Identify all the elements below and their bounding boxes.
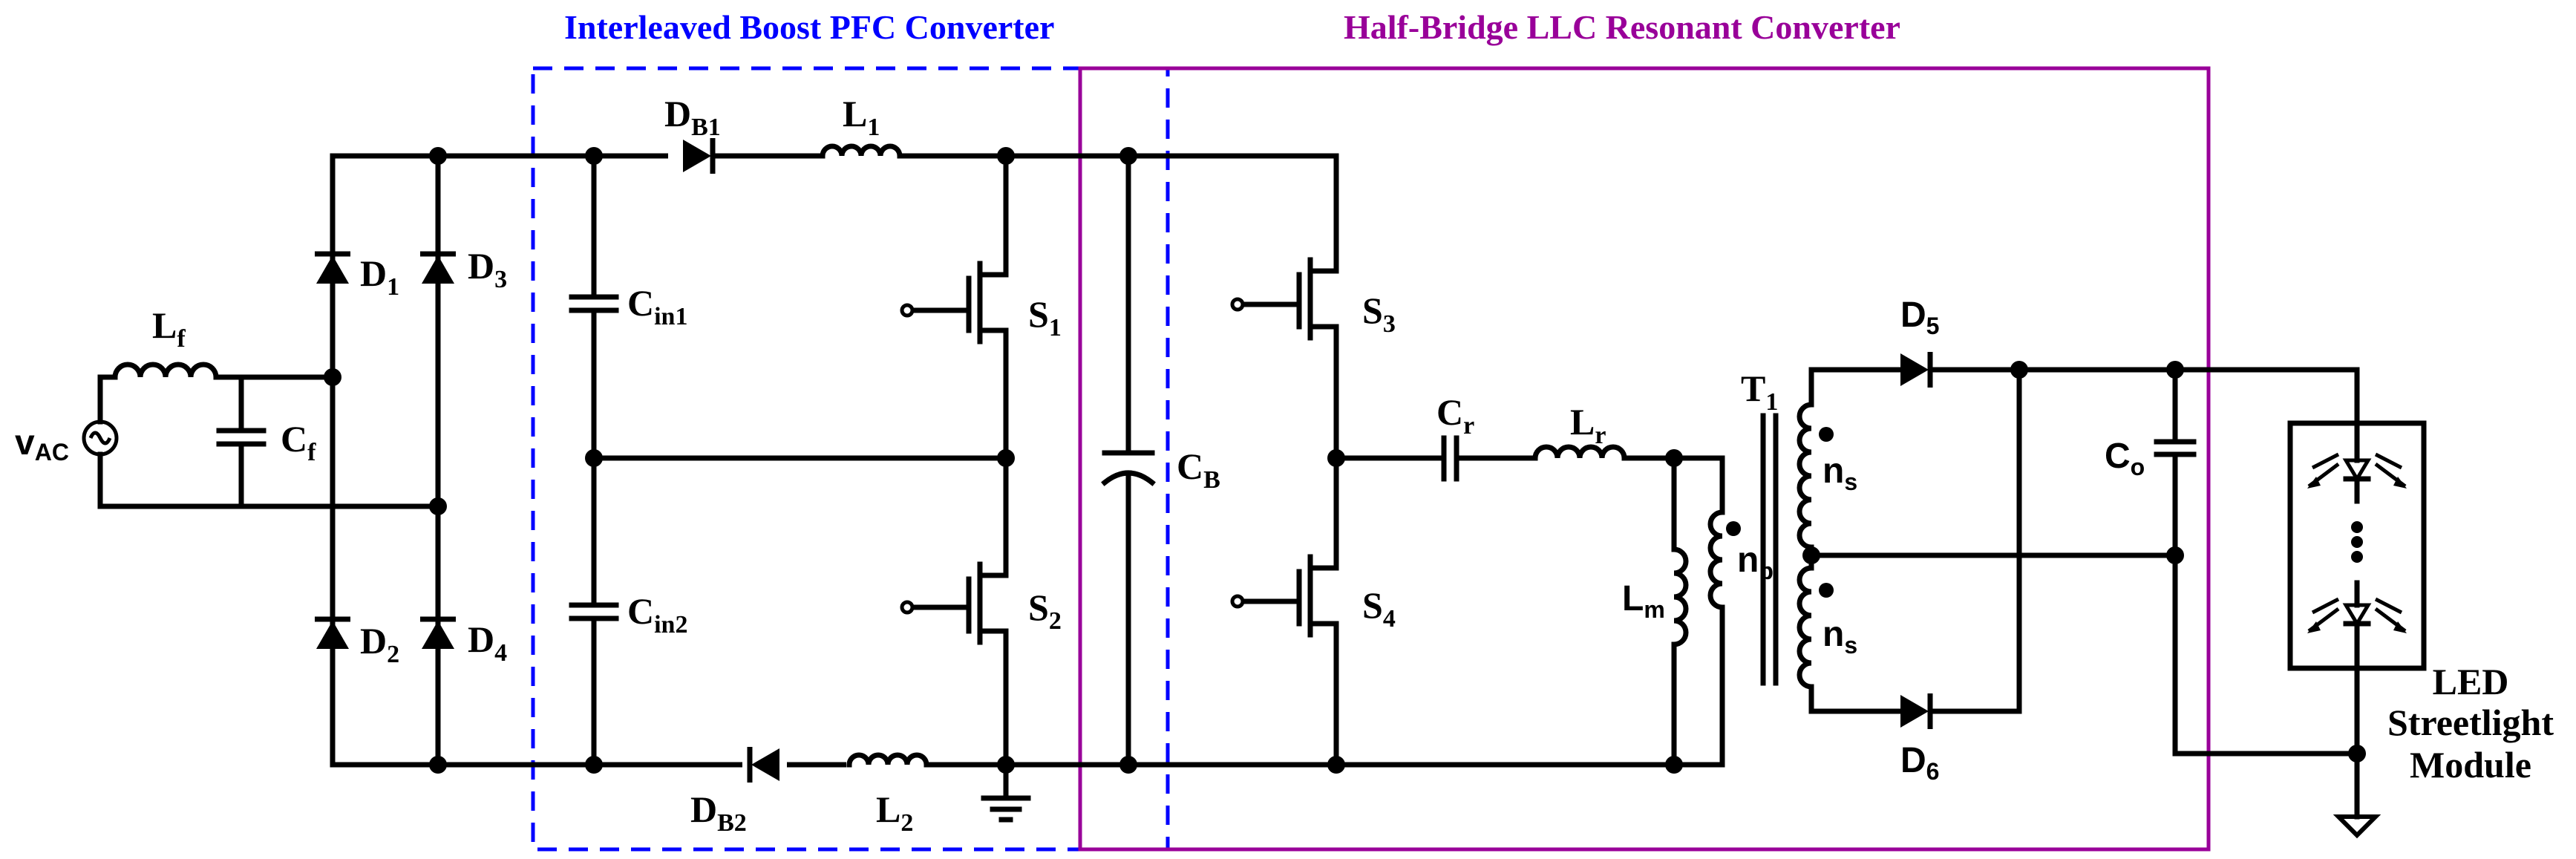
svg-text:Cin2: Cin2 xyxy=(627,590,687,638)
cin1-label: C xyxy=(627,282,654,324)
led-module xyxy=(2287,420,2427,671)
db1-label: D xyxy=(664,93,691,134)
mosfet-icon xyxy=(900,153,1009,461)
ns1-label: n xyxy=(1823,451,1844,491)
led-label-line2: Streetlight xyxy=(2387,702,2554,743)
cb-label: C xyxy=(1177,445,1203,487)
diode-icon xyxy=(1900,693,1930,729)
svg-text:Lf: Lf xyxy=(152,304,186,353)
mosfet-icon xyxy=(1230,455,1339,768)
svg-text:L2: L2 xyxy=(876,788,913,837)
lm-label: L xyxy=(1622,579,1644,618)
svg-text:DB1: DB1 xyxy=(664,93,721,141)
cf-label: C xyxy=(281,418,307,460)
led-icon xyxy=(2307,580,2407,671)
d5-label: D xyxy=(1900,295,1926,335)
lf-label: L xyxy=(152,304,177,346)
svg-text:Cr: Cr xyxy=(1436,391,1474,440)
s3-label: S xyxy=(1362,290,1383,331)
cin2-label: C xyxy=(627,590,654,632)
ac-source-icon xyxy=(82,419,119,457)
svg-text:Lr: Lr xyxy=(1570,401,1606,449)
s1-label: S xyxy=(1028,293,1049,335)
transformer-icon xyxy=(1697,402,1834,768)
s4-label: S xyxy=(1362,584,1383,626)
diode-icon xyxy=(420,254,456,284)
led-icon xyxy=(2307,420,2407,504)
cr-label: C xyxy=(1436,391,1463,433)
svg-text:vAC: vAC xyxy=(15,423,69,466)
svg-text:np: np xyxy=(1737,540,1774,584)
ns2-label: n xyxy=(1823,615,1844,654)
svg-text:Lm: Lm xyxy=(1622,579,1665,623)
l1-label: L xyxy=(843,93,867,134)
ground-icon xyxy=(981,762,1031,823)
diode-icon xyxy=(315,619,350,649)
led-label-line3: Module xyxy=(2410,744,2531,785)
d1-label: D xyxy=(360,252,387,294)
d4-label: D xyxy=(468,618,494,660)
mosfet-icon xyxy=(900,455,1009,768)
svg-text:D3: D3 xyxy=(468,245,507,293)
d3-label: D xyxy=(468,245,494,287)
svg-text:CB: CB xyxy=(1177,445,1220,494)
svg-text:DB2: DB2 xyxy=(690,788,747,837)
led-label-line1: LED xyxy=(2433,661,2509,702)
s2-label: S xyxy=(1028,587,1049,628)
co-label: C xyxy=(2105,437,2131,476)
svg-text:Cin1: Cin1 xyxy=(627,282,687,330)
svg-text:D2: D2 xyxy=(360,620,399,668)
diode-icon xyxy=(315,254,350,284)
inductor-icon xyxy=(112,362,219,380)
inductor-icon xyxy=(846,752,929,768)
llc-boundary-box xyxy=(1078,66,2211,852)
svg-text:S1: S1 xyxy=(1028,293,1062,342)
svg-text:D1: D1 xyxy=(360,252,399,301)
l2-label: L xyxy=(876,788,900,830)
d2-label: D xyxy=(360,620,387,662)
diode-icon xyxy=(1900,352,1930,388)
inductor-icon xyxy=(820,143,903,159)
capacitor-icon xyxy=(1101,153,1156,768)
svg-text:ns: ns xyxy=(1823,615,1857,659)
mosfet-icon xyxy=(1230,153,1339,461)
t1-label: T xyxy=(1741,368,1765,409)
inductor-icon xyxy=(1532,444,1627,461)
ground-icon xyxy=(2333,791,2382,839)
svg-text:S3: S3 xyxy=(1362,290,1396,338)
svg-text:S4: S4 xyxy=(1362,584,1396,633)
svg-text:ns: ns xyxy=(1823,451,1857,495)
svg-text:D6: D6 xyxy=(1900,741,1939,785)
svg-text:L1: L1 xyxy=(843,93,880,141)
llc-title: Half-Bridge LLC Resonant Converter xyxy=(1344,8,1900,46)
np-label: n xyxy=(1737,540,1759,580)
inductor-icon xyxy=(1671,546,1689,647)
d6-label: D xyxy=(1900,741,1926,780)
svg-text:D4: D4 xyxy=(468,618,507,667)
svg-text:T1: T1 xyxy=(1741,368,1778,416)
pfc-boundary-box xyxy=(531,66,1170,852)
vac-label: v xyxy=(15,423,35,463)
capacitor-icon xyxy=(2154,367,2197,757)
svg-text:S2: S2 xyxy=(1028,587,1062,635)
pfc-title: Interleaved Boost PFC Converter xyxy=(564,8,1054,46)
diode-icon xyxy=(420,619,456,649)
capacitor-icon xyxy=(216,374,267,509)
svg-text:Co: Co xyxy=(2105,437,2145,480)
lr-label: L xyxy=(1570,401,1595,442)
svg-text:D5: D5 xyxy=(1900,295,1939,339)
db2-label: D xyxy=(690,788,717,830)
svg-text:Cf: Cf xyxy=(281,418,316,466)
